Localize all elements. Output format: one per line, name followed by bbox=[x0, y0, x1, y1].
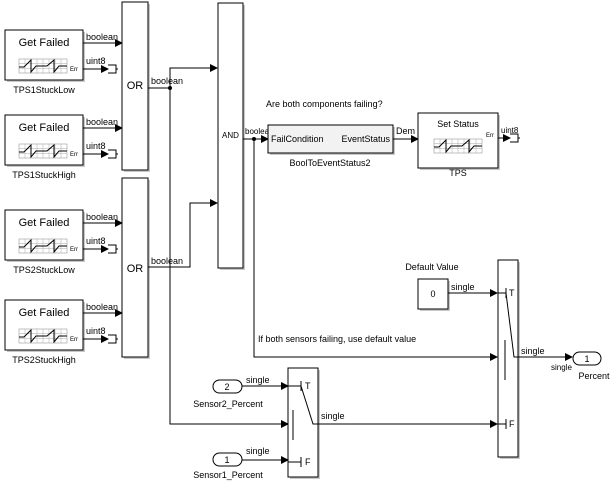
svg-text:EventStatus: EventStatus bbox=[341, 134, 390, 144]
svg-text:Sensor1_Percent: Sensor1_Percent bbox=[193, 470, 263, 480]
terminator-icon bbox=[107, 244, 119, 254]
terminator-icon bbox=[107, 334, 119, 344]
svg-text:Err: Err bbox=[486, 133, 494, 139]
get-failed-block-tps2stucklow[interactable]: Get Failed Err TPS2StuckLow bbox=[4, 209, 85, 275]
dem-signal-label: Dem bbox=[396, 126, 415, 136]
get-failed-block-tps2stuckhigh[interactable]: Get Failed Err TPS2StuckHigh bbox=[4, 299, 85, 365]
svg-text:2: 2 bbox=[224, 382, 229, 392]
and-block[interactable]: AND bbox=[217, 2, 245, 270]
or-block-2[interactable]: OR bbox=[121, 177, 150, 359]
annotation-default-note: If both sensors failing, use default val… bbox=[258, 334, 416, 344]
get-failed-block-tps1stucklow[interactable]: Get Failed Err TPS1StuckLow bbox=[4, 29, 85, 95]
svg-text:boolean: boolean bbox=[86, 302, 118, 312]
svg-text:boolean: boolean bbox=[245, 127, 273, 136]
svg-text:Set Status: Set Status bbox=[437, 119, 479, 129]
svg-text:Sensor2_Percent: Sensor2_Percent bbox=[193, 399, 263, 409]
svg-text:TPS1StuckHigh: TPS1StuckHigh bbox=[12, 170, 76, 180]
svg-text:single: single bbox=[246, 375, 270, 385]
get-failed-signals: boolean uint8 boolean uint8 boolean uint… bbox=[83, 32, 123, 344]
svg-text:boolean: boolean bbox=[151, 76, 183, 86]
svg-text:1: 1 bbox=[584, 354, 589, 364]
svg-text:uint8: uint8 bbox=[86, 326, 106, 336]
svg-text:1: 1 bbox=[224, 455, 229, 465]
outport-percent[interactable]: 1 Percent bbox=[572, 351, 610, 381]
svg-text:T: T bbox=[509, 288, 515, 298]
default-value-label: Default Value bbox=[405, 262, 458, 272]
svg-text:boolean: boolean bbox=[86, 117, 118, 127]
svg-text:boolean: boolean bbox=[86, 32, 118, 42]
svg-text:OR: OR bbox=[127, 80, 144, 92]
svg-text:Err: Err bbox=[70, 337, 78, 343]
get-failed-block-tps1stuckhigh[interactable]: Get Failed Err TPS1StuckHigh bbox=[4, 114, 85, 180]
switch-block-2[interactable]: T F bbox=[287, 367, 320, 479]
bool-to-event-status-block[interactable]: FailCondition EventStatus BoolToEventSta… bbox=[267, 124, 395, 168]
svg-text:TPS2StuckLow: TPS2StuckLow bbox=[13, 265, 75, 275]
svg-text:BoolToEventStatus2: BoolToEventStatus2 bbox=[289, 158, 370, 168]
inport-sensor1-percent[interactable]: 1 Sensor1_Percent bbox=[193, 452, 263, 480]
svg-text:F: F bbox=[509, 419, 515, 429]
svg-text:Err: Err bbox=[70, 67, 78, 73]
svg-text:Get Failed: Get Failed bbox=[19, 307, 70, 319]
annotation-question: Are both components failing? bbox=[266, 99, 383, 109]
svg-text:OR: OR bbox=[127, 263, 144, 275]
svg-text:uint8: uint8 bbox=[501, 126, 519, 135]
svg-text:Get Failed: Get Failed bbox=[19, 122, 70, 134]
or-block-1[interactable]: OR bbox=[121, 1, 150, 172]
svg-text:uint8: uint8 bbox=[86, 141, 106, 151]
terminator-icon bbox=[107, 149, 119, 159]
svg-text:TPS: TPS bbox=[449, 168, 467, 178]
inport-sensor2-percent[interactable]: 2 Sensor2_Percent bbox=[193, 379, 263, 409]
svg-text:single: single bbox=[321, 411, 345, 421]
svg-text:boolean: boolean bbox=[86, 212, 118, 222]
svg-text:Percent: Percent bbox=[578, 371, 610, 381]
svg-text:FailCondition: FailCondition bbox=[271, 134, 324, 144]
and-signals: boolean bbox=[243, 127, 498, 361]
svg-text:uint8: uint8 bbox=[86, 56, 106, 66]
terminator-icon bbox=[509, 133, 521, 143]
svg-text:Get Failed: Get Failed bbox=[19, 217, 70, 229]
or-signals: boolean boolean bbox=[148, 64, 289, 428]
svg-text:single: single bbox=[521, 346, 545, 356]
svg-text:single: single bbox=[451, 282, 475, 292]
svg-text:boolean: boolean bbox=[151, 256, 183, 266]
set-status-block-tps[interactable]: Set Status Err TPS bbox=[417, 112, 500, 178]
svg-text:AND: AND bbox=[222, 131, 239, 140]
svg-text:single: single bbox=[246, 446, 270, 456]
svg-text:0: 0 bbox=[430, 289, 435, 299]
svg-text:F: F bbox=[305, 457, 311, 467]
svg-text:T: T bbox=[305, 381, 311, 391]
svg-text:single: single bbox=[551, 363, 572, 372]
terminator-icon bbox=[107, 64, 119, 74]
svg-text:uint8: uint8 bbox=[86, 236, 106, 246]
svg-text:TPS1StuckLow: TPS1StuckLow bbox=[13, 85, 75, 95]
svg-text:TPS2StuckHigh: TPS2StuckHigh bbox=[12, 355, 76, 365]
default-value-constant[interactable]: 0 bbox=[417, 278, 450, 311]
switch-block-1[interactable]: T F bbox=[497, 259, 520, 459]
svg-text:Err: Err bbox=[70, 247, 78, 253]
svg-text:Get Failed: Get Failed bbox=[19, 37, 70, 49]
svg-text:Err: Err bbox=[70, 152, 78, 158]
